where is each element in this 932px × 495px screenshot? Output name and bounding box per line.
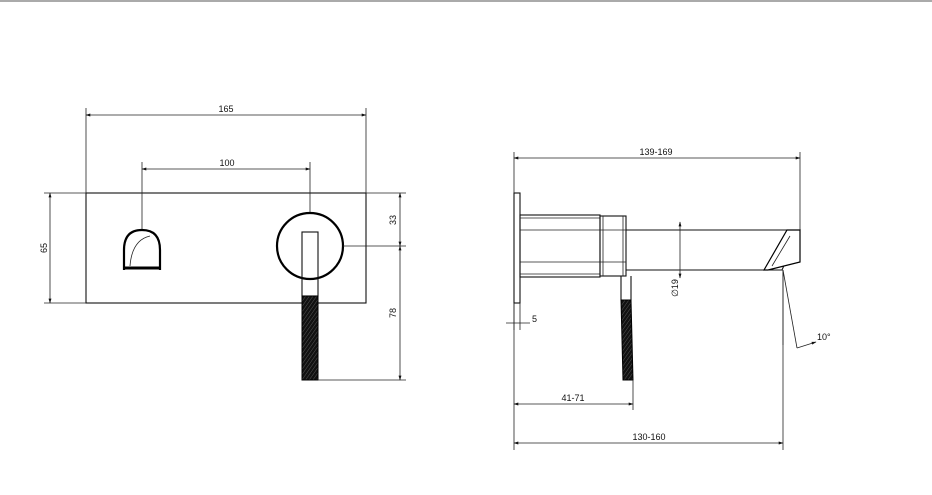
dim-label-diameter: ∅19: [670, 279, 680, 297]
side-body-block: [519, 214, 601, 278]
angle-leader: [796, 341, 817, 349]
front-spout-outlet: [122, 228, 162, 270]
dim-label-139-169: 139-169: [639, 147, 672, 157]
side-lever-grip: [620, 299, 634, 381]
side-lever-stem: [620, 276, 632, 301]
front-lever-stem: [301, 231, 319, 297]
dim-label-33: 33: [388, 215, 398, 225]
dim-label-130-160: 130-160: [632, 432, 665, 442]
dim-label-65: 65: [39, 243, 49, 253]
front-lever-grip: [301, 295, 319, 381]
angle-flow-line: [782, 269, 798, 349]
front-spout-inner: [129, 235, 151, 267]
dim-label-165: 165: [218, 104, 233, 114]
side-view: 139-169 5 ∅19 41-71 130-160 10°: [506, 147, 831, 450]
front-handle-rosette: [275, 211, 345, 281]
dim-label-78: 78: [388, 308, 398, 318]
side-handle-hub: [599, 215, 627, 277]
dim-label-100: 100: [219, 158, 234, 168]
front-view: 165 100 65 33 78: [39, 104, 406, 381]
side-wall-plate: [513, 192, 521, 304]
dim-label-41-71: 41-71: [561, 393, 584, 403]
front-wall-plate: [85, 192, 367, 304]
dim-label-angle: 10°: [817, 332, 831, 342]
dim-label-5: 5: [532, 314, 537, 324]
